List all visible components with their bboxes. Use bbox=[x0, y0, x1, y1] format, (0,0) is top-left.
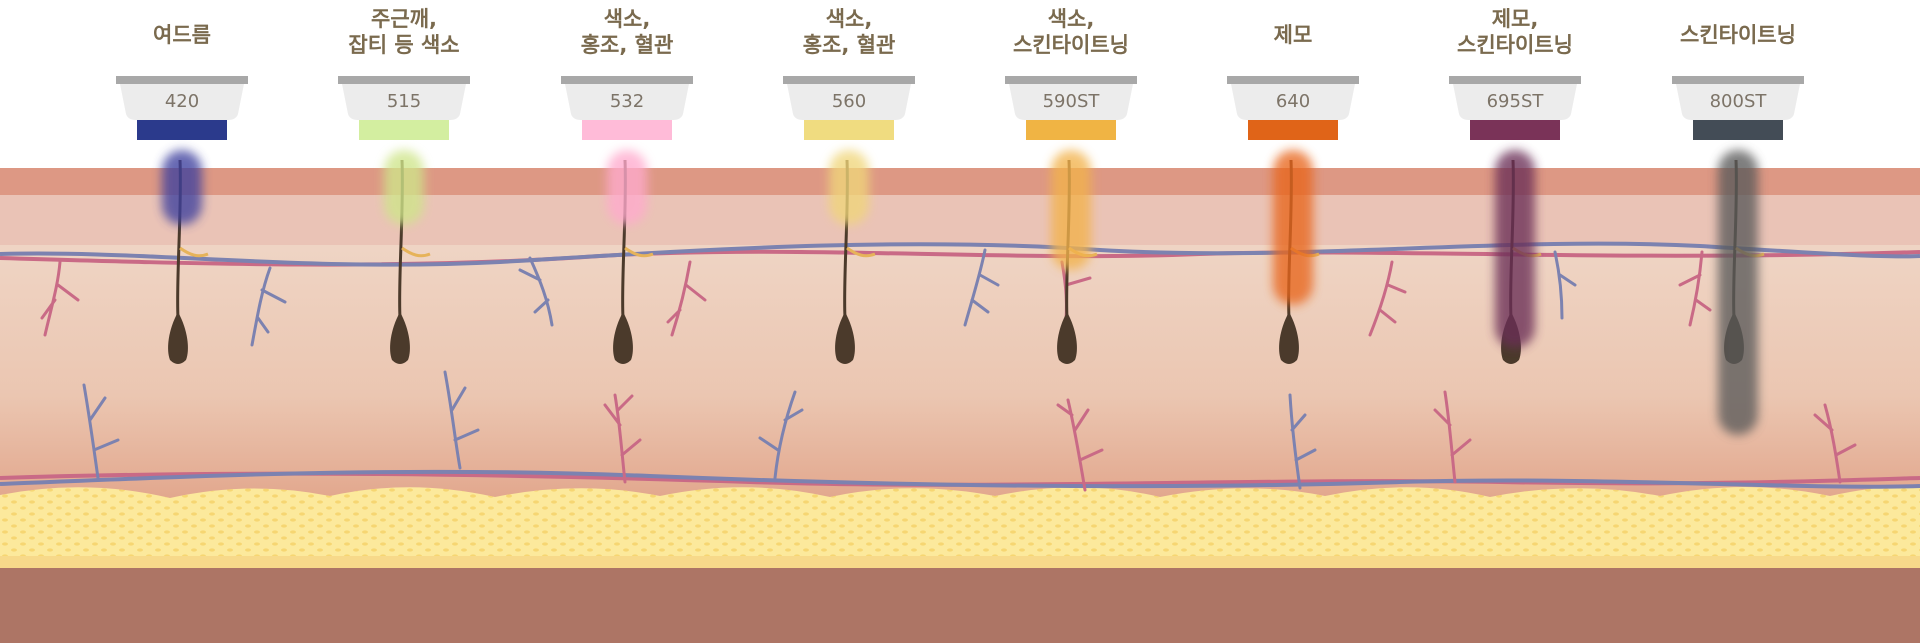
filter-cap bbox=[1449, 76, 1581, 84]
wavelength-label: 590ST bbox=[1042, 91, 1100, 112]
filter-cap bbox=[116, 76, 248, 84]
filter-body bbox=[1009, 84, 1133, 120]
filter-color-band bbox=[1693, 120, 1783, 140]
filter-body bbox=[120, 84, 244, 120]
light-beam bbox=[1273, 150, 1313, 305]
filter-cap bbox=[1672, 76, 1804, 84]
filter-color-band bbox=[359, 120, 449, 140]
wavelength-columns bbox=[116, 76, 1804, 435]
muscle-layer bbox=[0, 565, 1920, 643]
wavelength-column bbox=[1005, 76, 1137, 364]
wavelength-label: 420 bbox=[164, 91, 200, 112]
filter-body bbox=[1453, 84, 1577, 120]
indication-label-line: 스킨타이트닝 bbox=[1680, 23, 1796, 47]
fat-layer bbox=[0, 485, 1920, 568]
dermis-layer bbox=[0, 240, 1920, 500]
indication-label-line: 색소, bbox=[603, 7, 651, 31]
wavelength-column bbox=[116, 76, 248, 364]
indication-label-line: 제모, bbox=[1491, 7, 1539, 31]
light-beam bbox=[1718, 150, 1758, 435]
indication-label: 색소,홍조, 혈관 bbox=[749, 6, 949, 58]
filter-cap bbox=[1005, 76, 1137, 84]
hair-bulb bbox=[613, 312, 633, 364]
indication-label: 제모,스킨타이트닝 bbox=[1415, 6, 1615, 58]
indication-label: 색소,홍조, 혈관 bbox=[527, 6, 727, 58]
indication-label: 스킨타이트닝 bbox=[1638, 22, 1838, 48]
indication-label-line: 제모 bbox=[1273, 23, 1313, 47]
indication-label-line: 여드름 bbox=[153, 23, 211, 47]
epidermis-top-layer bbox=[0, 168, 1920, 195]
wavelength-label: 532 bbox=[609, 91, 645, 112]
light-beam bbox=[829, 150, 869, 225]
indication-label-line: 스킨타이트닝 bbox=[1013, 33, 1129, 57]
indication-label-line: 색소, bbox=[1047, 7, 1095, 31]
wavelength-column bbox=[1227, 76, 1359, 364]
wavelength-column bbox=[1672, 76, 1804, 435]
indication-label-line: 색소, bbox=[825, 7, 873, 31]
wavelength-label: 800ST bbox=[1709, 91, 1767, 112]
wavelength-column bbox=[338, 76, 470, 364]
filter-cap bbox=[783, 76, 915, 84]
filter-body bbox=[1231, 84, 1355, 120]
light-beam bbox=[1495, 150, 1535, 348]
indication-label-line: 잡티 등 색소 bbox=[348, 33, 460, 57]
epidermis-light-layer bbox=[0, 195, 1920, 245]
light-beam bbox=[162, 150, 202, 225]
wavelength-label: 640 bbox=[1275, 91, 1311, 112]
hair-bulb bbox=[390, 312, 410, 364]
wavelength-column bbox=[561, 76, 693, 364]
filter-body bbox=[1676, 84, 1800, 120]
indication-label-line: 홍조, 혈관 bbox=[580, 33, 674, 57]
filter-cap bbox=[338, 76, 470, 84]
filter-cap bbox=[1227, 76, 1359, 84]
filter-color-band bbox=[137, 120, 227, 140]
sebaceous-gland bbox=[624, 246, 654, 258]
hair-bulb bbox=[1279, 312, 1299, 364]
light-beam bbox=[607, 150, 647, 225]
hair-bulb bbox=[835, 312, 855, 364]
hair-bulb bbox=[1057, 312, 1077, 364]
indication-label: 색소,스킨타이트닝 bbox=[971, 6, 1171, 58]
wavelength-label: 695ST bbox=[1486, 91, 1544, 112]
upper-vein bbox=[0, 241, 1920, 267]
light-beam bbox=[1051, 150, 1091, 270]
sebaceous-gland bbox=[179, 246, 209, 258]
wavelength-column bbox=[783, 76, 915, 364]
sebaceous-gland bbox=[846, 246, 876, 258]
filter-body bbox=[565, 84, 689, 120]
hair-bulb bbox=[168, 312, 188, 364]
lower-vein bbox=[0, 469, 1920, 489]
indication-label-line: 홍조, 혈관 bbox=[802, 33, 896, 57]
filter-body bbox=[342, 84, 466, 120]
filter-color-band bbox=[582, 120, 672, 140]
filter-color-band bbox=[804, 120, 894, 140]
light-beam bbox=[384, 150, 424, 225]
indication-label-line: 스킨타이트닝 bbox=[1457, 33, 1573, 57]
wavelength-label: 560 bbox=[831, 91, 867, 112]
indication-label-line: 주근깨, bbox=[371, 7, 437, 31]
sebaceous-gland bbox=[401, 246, 431, 258]
filter-body bbox=[787, 84, 911, 120]
capillaries bbox=[40, 248, 1857, 492]
filter-color-band bbox=[1248, 120, 1338, 140]
filter-color-band bbox=[1026, 120, 1116, 140]
filter-color-band bbox=[1470, 120, 1560, 140]
wavelength-label: 515 bbox=[386, 91, 422, 112]
indication-label: 제모 bbox=[1193, 22, 1393, 48]
indication-label: 여드름 bbox=[82, 22, 282, 48]
wavelength-column bbox=[1449, 76, 1581, 364]
filter-cap bbox=[561, 76, 693, 84]
indication-label: 주근깨,잡티 등 색소 bbox=[304, 6, 504, 58]
